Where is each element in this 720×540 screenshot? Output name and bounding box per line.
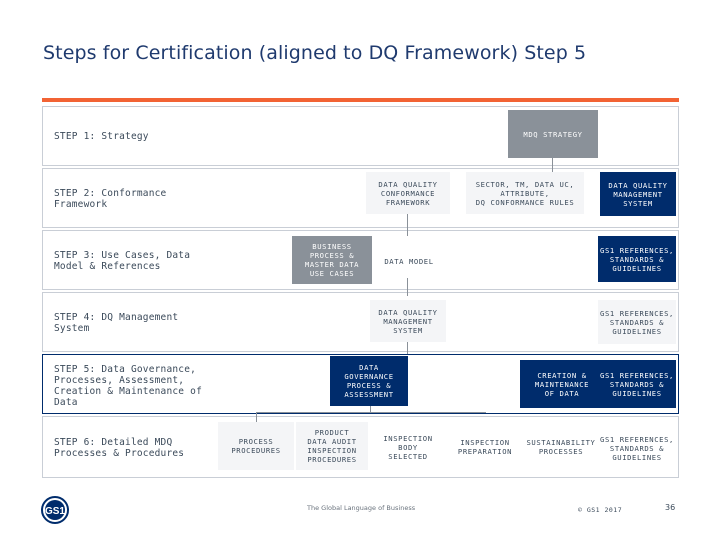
product-data-audit-box: PRODUCT DATA AUDIT INSPECTION PROCEDURES: [296, 422, 368, 470]
data-model-box: DATA MODEL: [384, 256, 434, 266]
step-5-label: STEP 5: Data Governance, Processes, Asse…: [54, 364, 202, 408]
step-1-label: STEP 1: Strategy: [54, 131, 149, 142]
copyright: © GS1 2017: [578, 506, 623, 514]
dq-management-system-s2-box: DATA QUALITY MANAGEMENT SYSTEM: [600, 172, 676, 216]
title-divider: [42, 98, 679, 102]
mdq-strategy-box: MDQ STRATEGY: [508, 110, 598, 158]
connector-step6-left: [256, 412, 257, 422]
page-title: Steps for Certification (aligned to DQ F…: [43, 42, 587, 64]
footer-tagline: The Global Language of Business: [307, 504, 416, 512]
business-process-box: BUSINESS PROCESS & MASTER DATA USE CASES: [292, 236, 372, 284]
sustainability-processes-box: SUSTAINABILITY PROCESSES: [526, 438, 596, 456]
connector-gov-down: [370, 406, 371, 412]
step-4-label: STEP 4: DQ Management System: [54, 312, 179, 334]
page-number: 36: [665, 503, 676, 512]
inspection-body-box: INSPECTION BODY SELECTED: [383, 433, 433, 461]
dq-conformance-framework-box: DATA QUALITY CONFORMANCE FRAMEWORK: [366, 172, 450, 214]
gs1-references-s4-box: GS1 REFERENCES, STANDARDS & GUIDELINES: [598, 300, 676, 344]
gs1-references-s5-box: GS1 REFERENCES, STANDARDS & GUIDELINES: [598, 360, 676, 408]
connector-strategy-down: [552, 157, 553, 172]
connector-model-down: [407, 278, 408, 296]
step-4-row: [42, 292, 679, 352]
connector-conformance-down: [407, 212, 408, 236]
gs1-logo: GS1: [40, 494, 76, 526]
connector-dqms-down: [407, 340, 408, 354]
step-2-label: STEP 2: Conformance Framework: [54, 188, 167, 210]
step-6-label: STEP 6: Detailed MDQ Processes & Procedu…: [54, 437, 185, 459]
sector-rules-box: SECTOR, TM, DATA UC, ATTRIBUTE, DQ CONFO…: [466, 172, 584, 214]
connector-step6-bus: [256, 412, 486, 413]
dq-management-system-s4-box: DATA QUALITY MANAGEMENT SYSTEM: [370, 300, 446, 342]
gs1-references-s6-box: GS1 REFERENCES, STANDARDS & GUIDELINES: [600, 434, 674, 462]
process-procedures-box: PROCESS PROCEDURES: [218, 422, 294, 470]
gs1-references-s3-box: GS1 REFERENCES, STANDARDS & GUIDELINES: [598, 236, 676, 282]
data-governance-box: DATA GOVERNANCE PROCESS & ASSESSMENT: [330, 356, 408, 406]
creation-maintenance-box: CREATION & MAINTENANCE OF DATA: [520, 360, 604, 408]
svg-text:GS1: GS1: [45, 506, 65, 517]
step-3-label: STEP 3: Use Cases, Data Model & Referenc…: [54, 250, 191, 272]
inspection-preparation-box: INSPECTION PREPARATION: [457, 438, 513, 456]
